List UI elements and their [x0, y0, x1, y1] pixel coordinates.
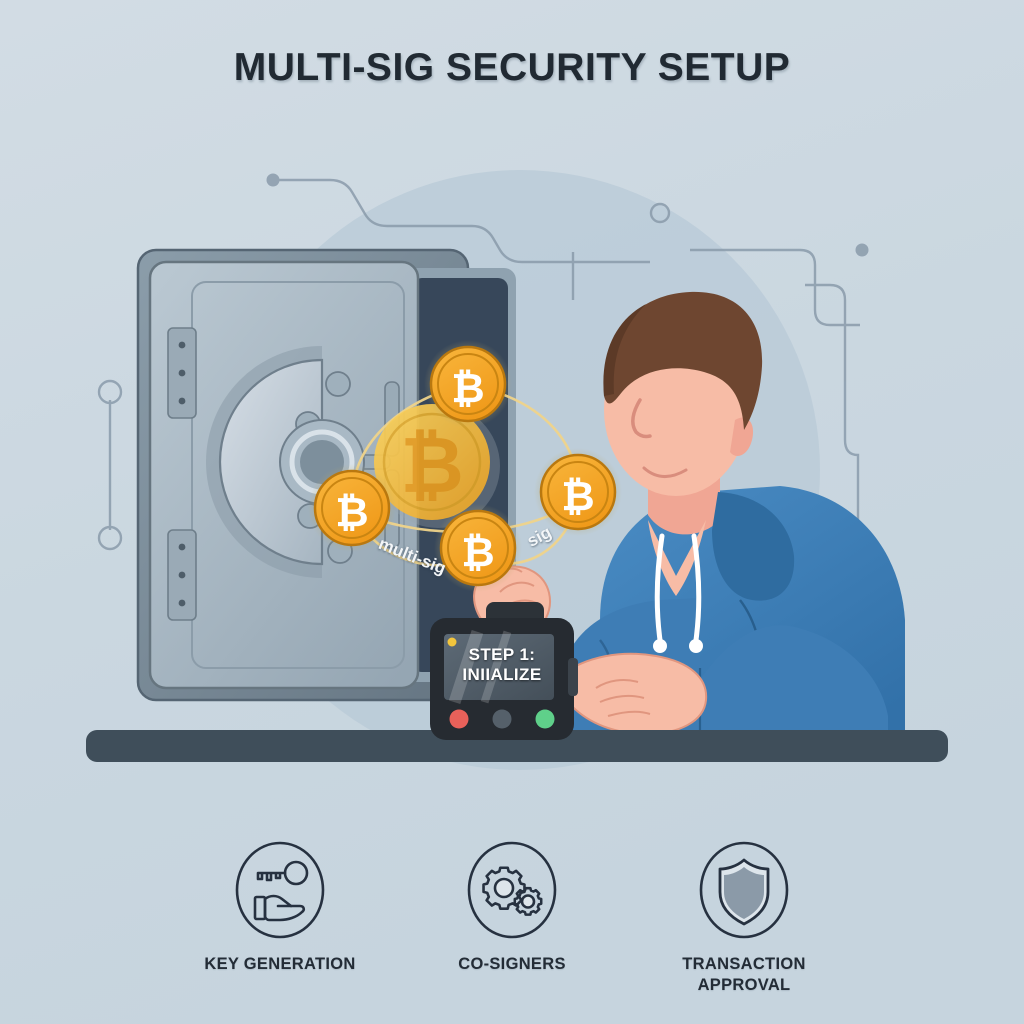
gears-icon-wrap — [464, 838, 560, 942]
coin-right: ₿ — [534, 448, 622, 536]
feature-co-signers: CO-SIGNERS — [412, 838, 612, 975]
feature-transaction-approval: TRANSACTION APPROVAL — [644, 838, 844, 995]
safe-hinges — [167, 327, 197, 621]
feature-label-transaction-approval: TRANSACTION APPROVAL — [682, 955, 806, 994]
gears-icon — [467, 841, 557, 939]
svg-text:₿: ₿ — [461, 529, 494, 575]
coin-bottom: ₿ — [434, 504, 522, 592]
desk-surface — [86, 730, 948, 762]
feature-label-co-signers: CO-SIGNERS — [458, 955, 566, 973]
circuit-traces — [97, 173, 871, 583]
person — [473, 291, 905, 742]
svg-text:₿: ₿ — [335, 489, 368, 535]
feature-key-generation: KEY GENERATION — [180, 838, 380, 975]
svg-text:₿: ₿ — [400, 421, 464, 509]
device-status-dot — [447, 637, 457, 647]
coin-top: ₿ — [424, 340, 512, 428]
device-side-button — [568, 658, 578, 696]
svg-text:₿: ₿ — [561, 473, 594, 519]
key-in-hand-icon-wrap — [232, 838, 328, 942]
feature-row: KEY GENERATION CO-SIGN — [180, 838, 844, 1014]
svg-text:₿: ₿ — [451, 365, 484, 411]
coin-left: ₿ — [308, 464, 396, 552]
device-gray-button — [492, 709, 512, 729]
shield-icon-wrap — [696, 838, 792, 942]
device-red-button — [449, 709, 469, 729]
hardware-wallet — [430, 602, 578, 740]
key-in-hand-icon — [235, 841, 325, 939]
shield-icon — [699, 841, 789, 939]
feature-label-key-generation: KEY GENERATION — [204, 955, 356, 973]
coin-network: ₿ ₿ ₿ ₿ — [308, 340, 622, 592]
device-green-button — [535, 709, 555, 729]
page-title: MULTI-SIG SECURITY SETUP — [233, 46, 791, 89]
coin-center: ₿ — [374, 404, 500, 528]
